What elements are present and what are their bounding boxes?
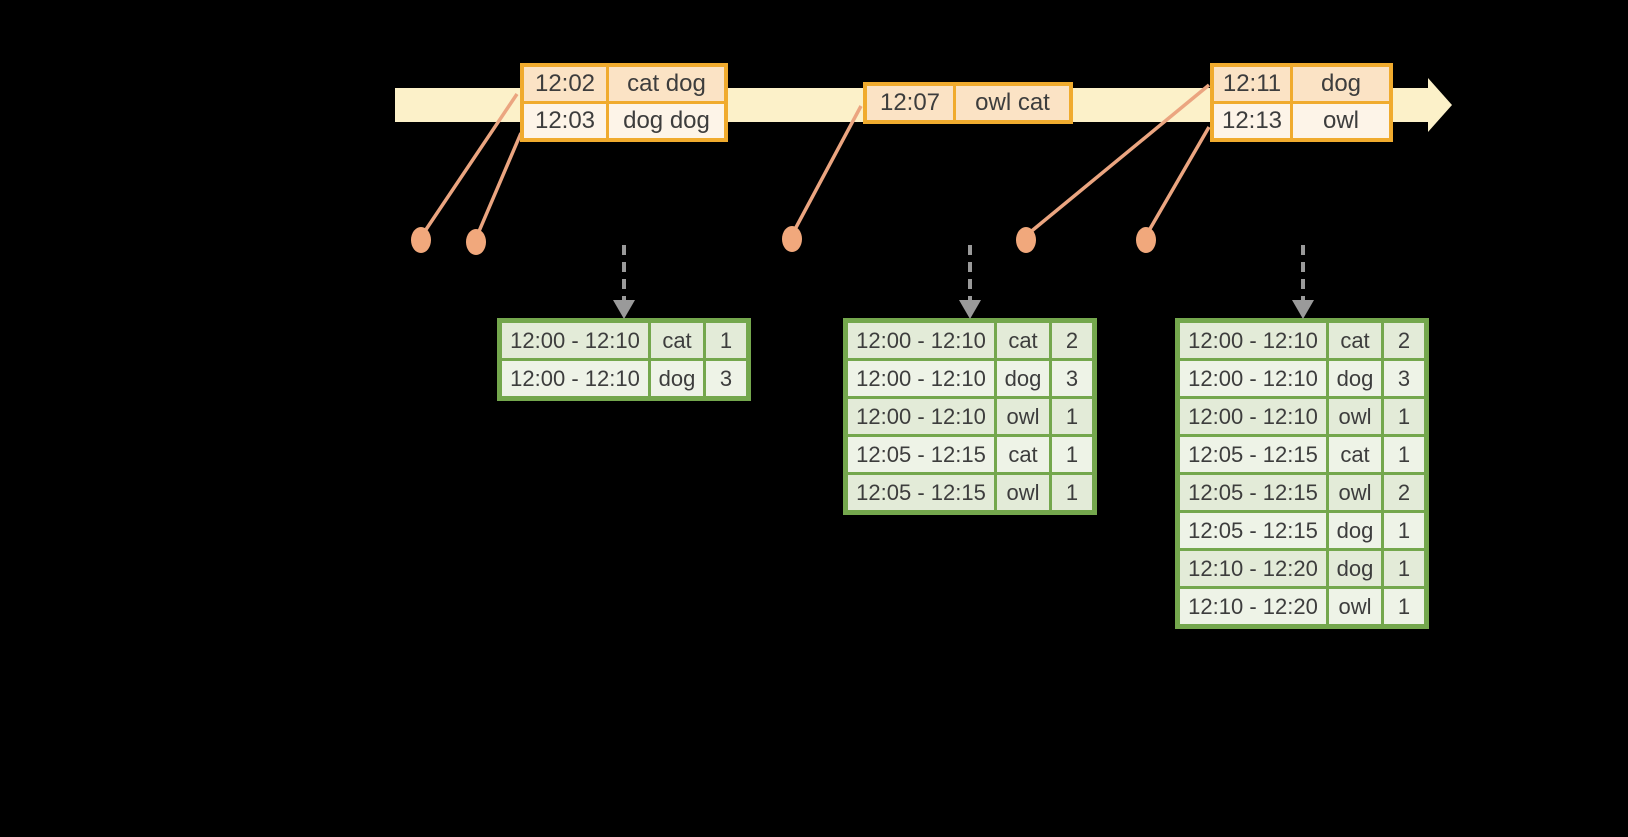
result-row: 12:05 - 12:15 dog 1 <box>1176 510 1428 551</box>
event-time-cell: 12:02 <box>520 63 609 104</box>
count-cell: 3 <box>1381 358 1428 399</box>
result-row: 12:10 - 12:20 dog 1 <box>1176 548 1428 589</box>
event-words-cell: owl cat <box>953 82 1073 124</box>
event-dot-4 <box>1016 227 1036 253</box>
result-row: 12:00 - 12:10 dog 3 <box>1176 358 1428 399</box>
result-row: 12:05 - 12:15 owl 2 <box>1176 472 1428 513</box>
event-time-cell: 12:13 <box>1210 101 1293 142</box>
event-row: 12:13 owl <box>1210 101 1393 142</box>
result-row: 12:00 - 12:10 owl 1 <box>844 396 1096 437</box>
count-cell: 1 <box>1381 586 1428 628</box>
event-dot-1 <box>411 227 431 253</box>
word-cell: dog <box>994 358 1052 399</box>
word-cell: cat <box>648 319 706 361</box>
connector-line-2 <box>475 132 523 237</box>
word-cell: cat <box>1326 434 1384 475</box>
event-words-cell: cat dog <box>606 63 728 104</box>
window-cell: 12:00 - 12:10 <box>1176 358 1329 399</box>
event-row: 12:03 dog dog <box>520 101 728 142</box>
result-row: 12:00 - 12:10 dog 3 <box>498 358 750 400</box>
window-cell: 12:00 - 12:10 <box>1176 319 1329 361</box>
word-cell: cat <box>994 319 1052 361</box>
word-cell: cat <box>994 434 1052 475</box>
event-time-cell: 12:07 <box>863 82 956 124</box>
count-cell: 2 <box>1381 319 1428 361</box>
event-time-cell: 12:03 <box>520 101 609 142</box>
window-cell: 12:05 - 12:15 <box>1176 434 1329 475</box>
word-cell: cat <box>1326 319 1384 361</box>
connector-line-4 <box>1026 83 1211 236</box>
count-cell: 1 <box>1049 472 1096 514</box>
result-table-2: 12:00 - 12:10 cat 2 12:00 - 12:10 dog 3 … <box>843 318 1097 515</box>
window-cell: 12:00 - 12:10 <box>844 319 997 361</box>
event-row: 12:07 owl cat <box>863 82 1073 124</box>
window-cell: 12:00 - 12:10 <box>498 319 651 361</box>
count-cell: 2 <box>1381 472 1428 513</box>
timeline-arrowhead-icon <box>1428 78 1452 132</box>
result-row: 12:00 - 12:10 cat 2 <box>844 319 1096 361</box>
result-row: 12:00 - 12:10 cat 2 <box>1176 319 1428 361</box>
event-dot-5 <box>1136 227 1156 253</box>
event-dot-3 <box>782 226 802 252</box>
event-row: 12:02 cat dog <box>520 63 728 104</box>
window-cell: 12:10 - 12:20 <box>1176 548 1329 589</box>
result-table-3: 12:00 - 12:10 cat 2 12:00 - 12:10 dog 3 … <box>1175 318 1429 629</box>
window-cell: 12:00 - 12:10 <box>498 358 651 400</box>
connector-line-1 <box>421 93 519 235</box>
word-cell: dog <box>1326 358 1384 399</box>
count-cell: 1 <box>703 319 750 361</box>
event-table-2: 12:07 owl cat <box>863 82 1073 124</box>
word-cell: dog <box>648 358 706 400</box>
result-row: 12:00 - 12:10 cat 1 <box>498 319 750 361</box>
count-cell: 3 <box>703 358 750 400</box>
window-cell: 12:05 - 12:15 <box>844 434 997 475</box>
event-time-cell: 12:11 <box>1210 63 1293 104</box>
word-cell: dog <box>1326 510 1384 551</box>
count-cell: 1 <box>1049 396 1096 437</box>
connector-line-5 <box>1145 126 1211 235</box>
connector-line-3 <box>791 105 863 234</box>
count-cell: 1 <box>1381 548 1428 589</box>
result-row: 12:05 - 12:15 cat 1 <box>844 434 1096 475</box>
word-cell: owl <box>1326 472 1384 513</box>
result-row: 12:05 - 12:15 owl 1 <box>844 472 1096 514</box>
event-table-1: 12:02 cat dog 12:03 dog dog <box>520 63 728 142</box>
event-dot-2 <box>466 229 486 255</box>
word-cell: dog <box>1326 548 1384 589</box>
result-row: 12:00 - 12:10 owl 1 <box>1176 396 1428 437</box>
event-words-cell: owl <box>1290 101 1393 142</box>
word-cell: owl <box>1326 396 1384 437</box>
count-cell: 1 <box>1381 510 1428 551</box>
event-words-cell: dog dog <box>606 101 728 142</box>
result-row: 12:05 - 12:15 cat 1 <box>1176 434 1428 475</box>
word-cell: owl <box>994 396 1052 437</box>
window-cell: 12:00 - 12:10 <box>844 396 997 437</box>
count-cell: 1 <box>1381 396 1428 437</box>
window-cell: 12:05 - 12:15 <box>1176 510 1329 551</box>
window-cell: 12:05 - 12:15 <box>1176 472 1329 513</box>
event-table-3: 12:11 dog 12:13 owl <box>1210 63 1393 142</box>
result-table-1: 12:00 - 12:10 cat 1 12:00 - 12:10 dog 3 <box>497 318 751 401</box>
event-words-cell: dog <box>1290 63 1393 104</box>
count-cell: 1 <box>1049 434 1096 475</box>
result-row: 12:00 - 12:10 dog 3 <box>844 358 1096 399</box>
count-cell: 3 <box>1049 358 1096 399</box>
result-row: 12:10 - 12:20 owl 1 <box>1176 586 1428 628</box>
count-cell: 2 <box>1049 319 1096 361</box>
word-cell: owl <box>994 472 1052 514</box>
window-cell: 12:05 - 12:15 <box>844 472 997 514</box>
event-row: 12:11 dog <box>1210 63 1393 104</box>
word-cell: owl <box>1326 586 1384 628</box>
count-cell: 1 <box>1381 434 1428 475</box>
window-cell: 12:00 - 12:10 <box>1176 396 1329 437</box>
window-cell: 12:00 - 12:10 <box>844 358 997 399</box>
window-cell: 12:10 - 12:20 <box>1176 586 1329 628</box>
